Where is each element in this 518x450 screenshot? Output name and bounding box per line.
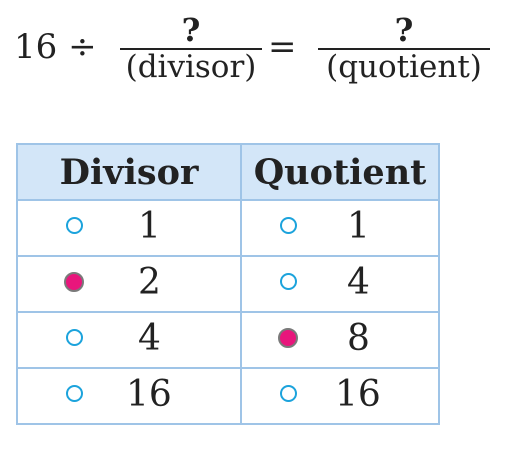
divisor-radio-button[interactable]: [66, 329, 83, 346]
quotient-value: 4: [347, 262, 370, 303]
quotient-value: 8: [347, 318, 370, 359]
quotient-underline: [318, 48, 490, 50]
divisor-cell: 4: [16, 311, 242, 369]
quotient-value: 1: [347, 206, 370, 247]
quotient-cell: 1: [240, 199, 440, 257]
quotient-radio-button[interactable]: [280, 273, 297, 290]
divisor-option[interactable]: 4: [18, 313, 240, 367]
divisor-value: 2: [138, 262, 161, 303]
divisor-option[interactable]: 16: [18, 369, 240, 423]
table-header-row: Divisor Quotient: [16, 143, 440, 201]
quotient-radio-button[interactable]: [280, 217, 297, 234]
divisor-cell: 16: [16, 367, 242, 425]
divide-operator: ÷: [68, 27, 97, 67]
quotient-caption: (quotient): [326, 49, 482, 85]
equals-sign: =: [268, 27, 297, 67]
quotient-option[interactable]: 8: [242, 313, 438, 367]
divisor-radio-button[interactable]: [66, 385, 83, 402]
divisor-option[interactable]: 2: [18, 257, 240, 311]
quotient-placeholder: ?: [394, 11, 414, 49]
divisor-underline: [120, 48, 262, 50]
quotient-option[interactable]: 4: [242, 257, 438, 311]
divisor-value: 1: [138, 206, 161, 247]
dividend: 16: [14, 27, 58, 67]
divisor-radio-button[interactable]: [64, 272, 84, 292]
divisor-radio-button[interactable]: [66, 217, 83, 234]
header-divisor: Divisor: [16, 143, 242, 201]
quotient-radio-button[interactable]: [280, 385, 297, 402]
divisor-placeholder: ?: [181, 11, 201, 49]
quotient-value: 16: [335, 374, 381, 415]
divisor-value: 4: [138, 318, 161, 359]
quotient-cell: 8: [240, 311, 440, 369]
quotient-radio-button[interactable]: [278, 328, 298, 348]
quotient-cell: 4: [240, 255, 440, 313]
divisor-cell: 2: [16, 255, 242, 313]
divisor-cell: 1: [16, 199, 242, 257]
divisor-blank: ? (divisor): [120, 14, 262, 84]
division-equation: 16 ÷ ? (divisor) = ? (quotient): [0, 0, 518, 115]
quotient-blank: ? (quotient): [318, 14, 490, 84]
quotient-option[interactable]: 16: [242, 369, 438, 423]
divisor-option[interactable]: 1: [18, 201, 240, 255]
dividend-expression: 16 ÷: [14, 27, 97, 67]
divisor-value: 16: [126, 374, 172, 415]
header-quotient: Quotient: [240, 143, 440, 201]
quotient-cell: 16: [240, 367, 440, 425]
quotient-option[interactable]: 1: [242, 201, 438, 255]
divisor-caption: (divisor): [125, 49, 257, 85]
